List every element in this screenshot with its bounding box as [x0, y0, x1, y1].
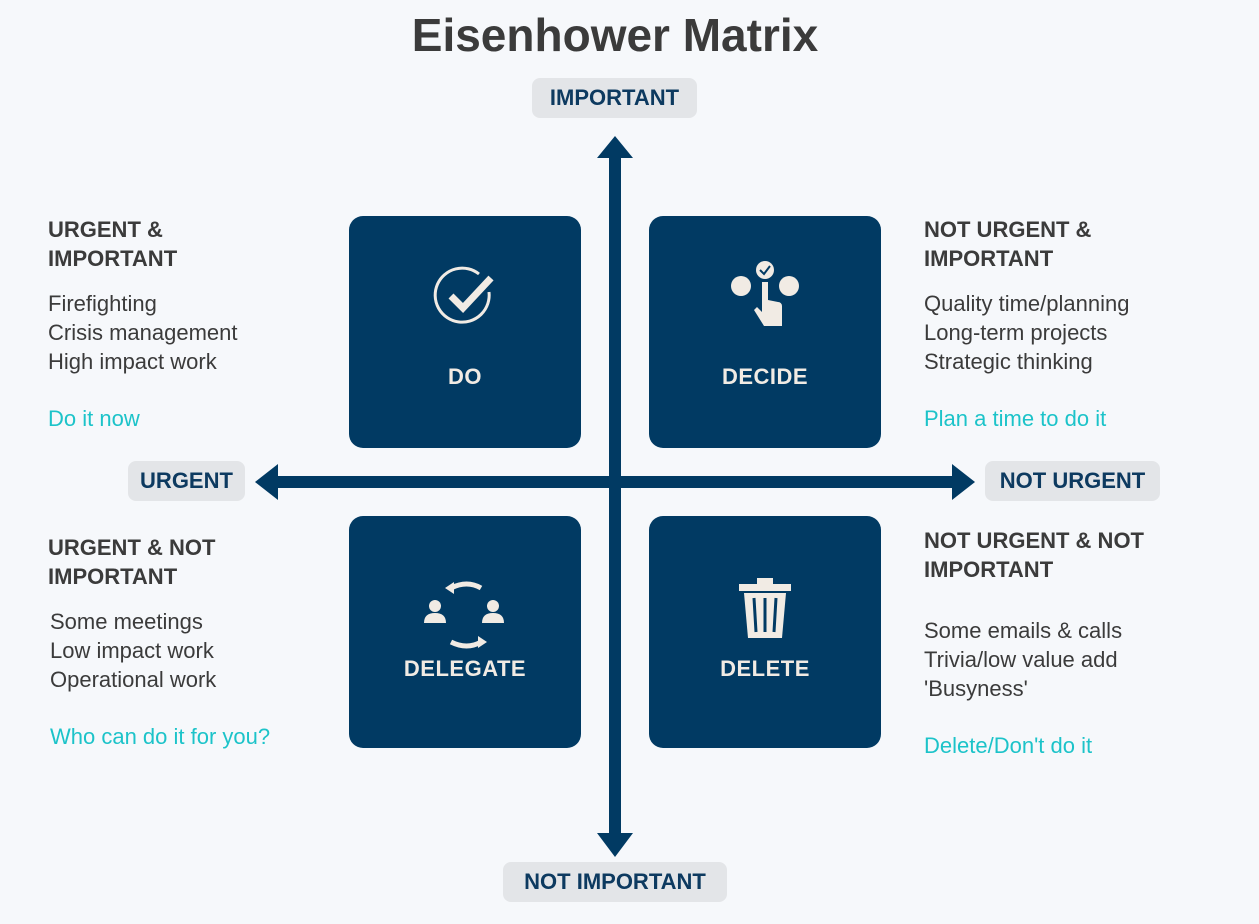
action-text: Plan a time to do it: [924, 406, 1107, 431]
heading-line: NOT URGENT &: [924, 217, 1092, 242]
quadrant-box-do: DO: [349, 216, 581, 448]
list-item: Some emails & calls: [924, 618, 1123, 643]
box-label: DO: [448, 364, 482, 389]
people-exchange-icon: [424, 581, 504, 649]
box-label: DECIDE: [721, 364, 809, 389]
quadrant-heading: URGENT & NOT IMPORTANT: [48, 533, 270, 591]
arrow-down-icon: [597, 833, 633, 857]
quadrant-text-decide: NOT URGENT & IMPORTANT Quality time/plann…: [924, 215, 1129, 433]
list-item: Crisis management: [48, 320, 238, 345]
quadrant-box-decide: DECIDE: [649, 216, 881, 448]
list-item: 'Busyness': [924, 676, 1028, 701]
list-item: Operational work: [50, 667, 217, 692]
list-item: Long-term projects: [924, 320, 1108, 345]
quadrant-text-delete: NOT URGENT & NOT IMPORTANT Some emails & …: [924, 526, 1144, 760]
quadrant-box-delete: DELETE: [649, 516, 881, 748]
arrow-left-icon: [255, 464, 278, 500]
quadrant-heading: NOT URGENT & NOT IMPORTANT: [924, 526, 1144, 584]
page-title: Eisenhower Matrix: [411, 9, 819, 61]
heading-line: IMPORTANT: [924, 557, 1054, 582]
heading-line: IMPORTANT: [924, 246, 1054, 271]
box-label: DELETE: [720, 656, 810, 681]
quadrant-heading: URGENT & IMPORTANT: [48, 215, 238, 273]
axis-label-urgent: URGENT: [128, 461, 245, 501]
list-item: Firefighting: [48, 291, 157, 316]
trash-icon: [739, 578, 791, 638]
action-text: Delete/Don't do it: [924, 733, 1093, 758]
list-item: High impact work: [48, 349, 217, 374]
quadrant-box-delegate: DELEGATE: [349, 516, 581, 748]
heading-line: IMPORTANT: [48, 564, 178, 589]
hand-select-icon: [731, 261, 799, 326]
list-item: Quality time/planning: [924, 291, 1130, 316]
vertical-axis: [609, 155, 621, 835]
quadrant-heading: NOT URGENT & IMPORTANT: [924, 215, 1129, 273]
horizontal-axis: [275, 476, 955, 488]
list-item: Some meetings: [50, 609, 203, 634]
action-text: Do it now: [48, 406, 140, 431]
list-item: Trivia/low value add: [924, 647, 1118, 672]
arrow-up-icon: [597, 136, 633, 158]
axis-label-important: IMPORTANT: [532, 78, 697, 118]
check-circle-icon: [433, 266, 494, 324]
axis-label-not-urgent: NOT URGENT: [985, 461, 1160, 501]
arrow-right-icon: [952, 464, 975, 500]
heading-line: NOT URGENT & NOT: [924, 528, 1144, 553]
heading-line: URGENT & NOT: [48, 535, 216, 560]
box-label: DELEGATE: [403, 656, 527, 681]
list-item: Low impact work: [50, 638, 214, 663]
heading-line: URGENT &: [48, 217, 163, 242]
heading-line: IMPORTANT: [48, 246, 178, 271]
action-text: Who can do it for you?: [50, 724, 271, 749]
list-item: Strategic thinking: [924, 349, 1093, 374]
axis-label-not-important: NOT IMPORTANT: [503, 862, 727, 902]
